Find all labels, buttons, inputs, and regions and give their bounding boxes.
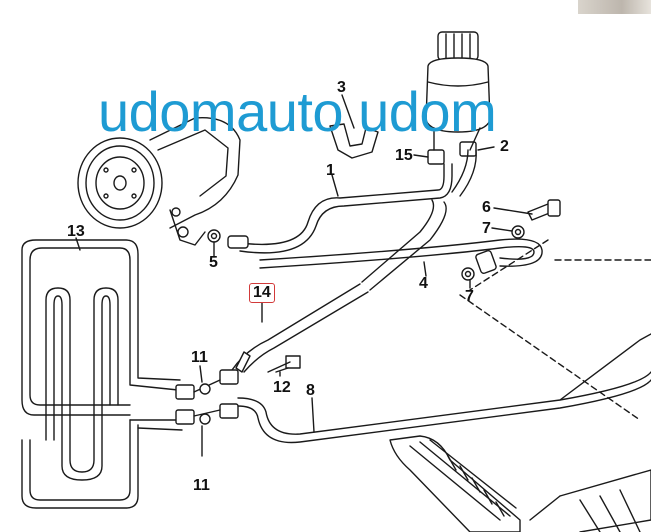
- callout-11-lower: 11: [193, 477, 210, 494]
- callout-8: 8: [306, 382, 315, 399]
- corner-photo-fragment: [578, 0, 651, 14]
- callout-12: 12: [273, 379, 291, 396]
- callout-2: 2: [500, 138, 509, 155]
- callout-15: 15: [395, 147, 413, 164]
- callout-3: 3: [337, 79, 346, 96]
- steering-pump-icon: [77, 116, 241, 246]
- callout-4: 4: [419, 275, 428, 292]
- callout-7-lower: 7: [465, 288, 474, 305]
- callout-7-upper: 7: [482, 220, 491, 237]
- callout-5: 5: [209, 254, 218, 271]
- callout-11-upper: 11: [191, 349, 208, 366]
- callout-6: 6: [482, 199, 491, 216]
- steering-rack-icon: [389, 435, 651, 532]
- watermark-text: udomauto udom: [98, 80, 497, 143]
- reservoir-icon: [425, 31, 491, 165]
- callout-1: 1: [326, 162, 335, 179]
- callout-14-highlighted: 14: [249, 283, 275, 303]
- callout-13: 13: [67, 223, 85, 240]
